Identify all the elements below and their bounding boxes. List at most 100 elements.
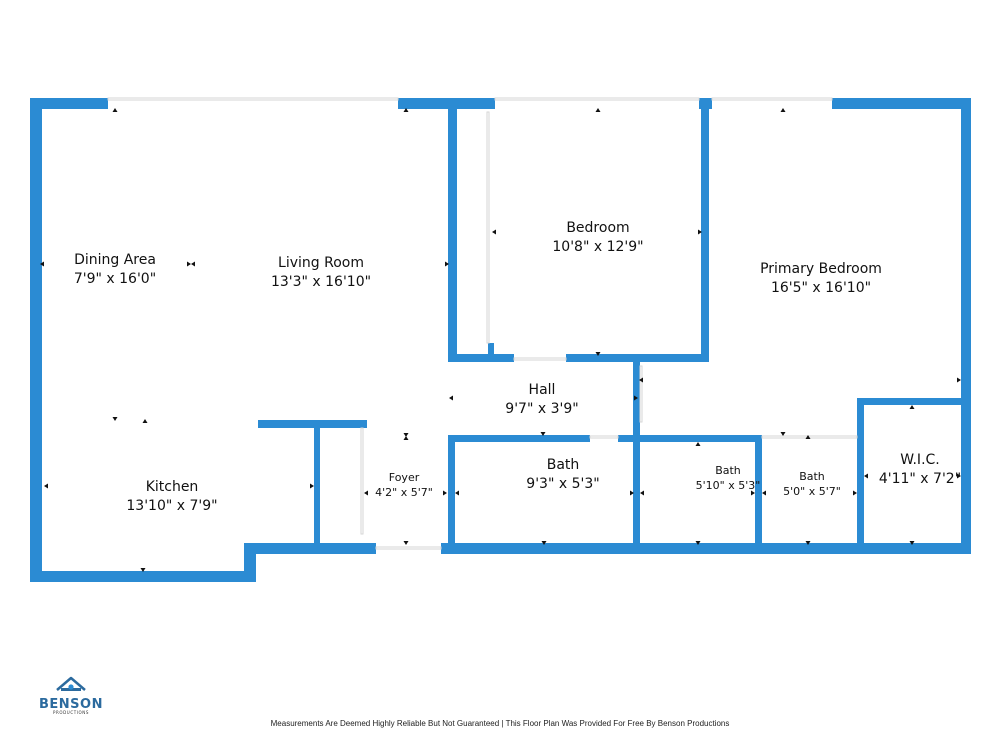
room-hall-name: Hall	[529, 382, 556, 398]
door-bath1-top	[589, 435, 619, 439]
wall-kitchen-top	[258, 420, 367, 428]
measure-tick	[449, 395, 453, 401]
room-bath3-dim: 5'0" x 5'7"	[783, 485, 841, 498]
wall-bedroom-left-inner	[488, 343, 494, 362]
wall-left	[30, 98, 42, 582]
measure-tick	[445, 261, 449, 267]
measure-tick	[492, 229, 496, 235]
room-living-name: Living Room	[278, 255, 364, 271]
house-icon	[56, 676, 86, 691]
measure-tick	[640, 490, 644, 496]
window-top-bedroom	[494, 97, 700, 101]
measure-tick	[364, 490, 368, 496]
measure-tick	[695, 541, 701, 545]
room-foyer-name: Foyer	[389, 471, 420, 484]
wall-bath1-left	[448, 435, 455, 554]
measure-tick	[780, 108, 786, 112]
wall-bottom-right	[441, 543, 971, 554]
room-kitchen-dim: 13'10" x 7'9"	[126, 498, 217, 514]
wall-bath-divider-2	[755, 435, 762, 554]
measure-tick	[403, 108, 409, 112]
wall-top-living	[398, 98, 495, 109]
measure-tick	[853, 490, 857, 496]
measure-tick	[805, 435, 811, 439]
measure-tick	[595, 352, 601, 356]
room-dining-dim: 7'9" x 16'0"	[74, 271, 156, 287]
measure-tick	[40, 261, 44, 267]
wall-wic-left	[857, 398, 864, 554]
room-bedroom-name: Bedroom	[566, 220, 629, 236]
measure-tick	[780, 432, 786, 436]
measure-tick	[541, 541, 547, 545]
measure-tick	[540, 432, 546, 436]
room-wic-dim: 4'11" x 7'2"	[879, 471, 961, 487]
wall-right	[961, 98, 971, 554]
door-entry-bottom	[375, 546, 442, 550]
door-bedroom-bottom	[513, 357, 567, 361]
wall-bedroom-bottom-a	[448, 354, 514, 362]
measure-tick	[191, 261, 195, 267]
measure-tick	[864, 473, 868, 479]
wall-kitchen-post	[314, 420, 320, 554]
room-labels: Dining Area 7'9" x 16'0" Living Room 13'…	[74, 220, 961, 514]
openings	[107, 97, 858, 550]
room-primary-name: Primary Bedroom	[760, 261, 882, 277]
wall-bath-divider-1	[633, 362, 640, 554]
measure-tick	[634, 395, 638, 401]
footer-disclaimer: Measurements Are Deemed Highly Reliable …	[270, 719, 730, 728]
logo-tagline: PRODUCTIONS	[53, 710, 89, 715]
walls	[30, 98, 971, 582]
wall-bedroom-bottom-b	[566, 354, 709, 362]
measure-tick	[403, 436, 409, 440]
room-bath1-name: Bath	[547, 457, 580, 473]
room-dining-name: Dining Area	[74, 252, 156, 268]
measure-tick	[639, 377, 643, 383]
measure-tick	[595, 108, 601, 112]
logo-name: BENSON	[39, 697, 103, 712]
measure-tick	[957, 377, 961, 383]
room-hall-dim: 9'7" x 3'9"	[505, 401, 578, 417]
room-foyer-dim: 4'2" x 5'7"	[375, 486, 433, 499]
measure-tick	[112, 417, 118, 421]
door-hall-right	[639, 365, 643, 423]
measure-tick	[140, 568, 146, 572]
measure-tick	[957, 473, 961, 479]
room-kitchen-name: Kitchen	[146, 479, 199, 495]
wall-hall-bottom-a	[448, 435, 590, 442]
wall-bottom-left	[30, 571, 256, 582]
wall-bottom-kitchen	[244, 543, 376, 554]
wall-bedroom-left	[448, 98, 457, 362]
benson-logo: BENSON PRODUCTIONS	[39, 676, 103, 715]
room-bath2-dim: 5'10" x 5'3"	[696, 479, 761, 492]
room-primary-dim: 16'5" x 16'10"	[771, 280, 871, 296]
wall-bedroom-right	[701, 98, 709, 362]
measure-tick	[310, 483, 314, 489]
measure-tick	[112, 108, 118, 112]
door-foyer-left	[360, 427, 364, 535]
measure-tick	[187, 261, 191, 267]
measure-tick	[695, 442, 701, 446]
room-bath2-name: Bath	[715, 464, 741, 477]
room-wic-name: W.I.C.	[900, 452, 940, 468]
measure-ticks	[40, 108, 961, 572]
measure-tick	[751, 490, 755, 496]
measure-tick	[698, 229, 702, 235]
room-bedroom-dim: 10'8" x 12'9"	[552, 239, 643, 255]
window-top-left	[107, 97, 399, 101]
measure-tick	[455, 490, 459, 496]
measure-tick	[630, 490, 634, 496]
door-bedroom-left	[486, 111, 490, 344]
measure-tick	[44, 483, 48, 489]
measure-tick	[909, 405, 915, 409]
wall-wic-top	[857, 398, 971, 405]
measure-tick	[909, 541, 915, 545]
measure-tick	[403, 541, 409, 545]
measure-tick	[142, 419, 148, 423]
window-top-primary	[711, 97, 833, 101]
measure-tick	[443, 490, 447, 496]
wall-top-left	[30, 98, 108, 109]
measure-tick	[762, 490, 766, 496]
measure-tick	[805, 541, 811, 545]
room-living-dim: 13'3" x 16'10"	[271, 274, 371, 290]
